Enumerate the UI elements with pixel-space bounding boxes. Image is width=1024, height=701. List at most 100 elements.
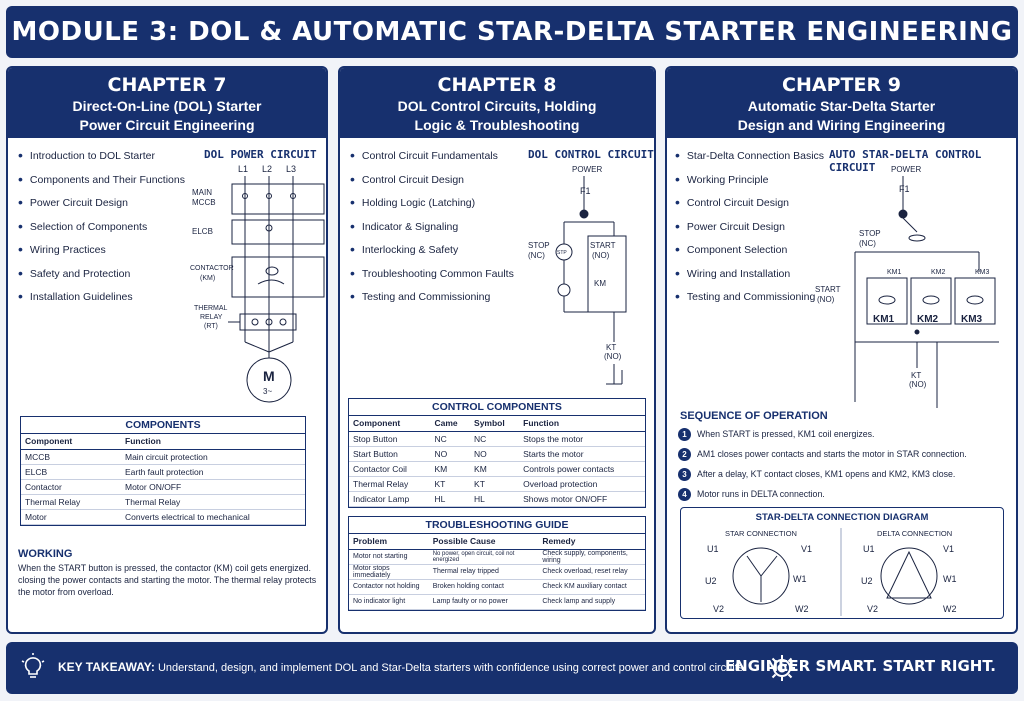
topic-item: Working Principle xyxy=(675,174,824,198)
sequence-title: SEQUENCE OF OPERATION xyxy=(680,410,828,422)
star-delta-diagram-box: STAR-DELTA CONNECTION DIAGRAM STAR CONNE… xyxy=(680,507,1004,619)
km1-box xyxy=(866,277,908,325)
cell: Controls power contacts xyxy=(519,461,645,477)
kt-no-label: (NO) xyxy=(604,352,622,361)
chapter-7-subtitle-2: Power Circuit Engineering xyxy=(79,117,255,133)
header-function: Function xyxy=(121,434,305,450)
cell: Thermal Relay xyxy=(121,494,305,510)
topic-item: Troubleshooting Common Faults xyxy=(350,268,514,292)
topic-item: Control Circuit Design xyxy=(350,174,514,198)
chapter-9-number: CHAPTER 9 xyxy=(782,74,901,96)
delta-w1: W1 xyxy=(943,574,957,584)
chapter-9-header: CHAPTER 9 Automatic Star-Delta Starter D… xyxy=(667,68,1016,138)
f1-label: F1 xyxy=(899,184,910,194)
cell: HL xyxy=(430,491,471,507)
cell: Thermal relay tripped xyxy=(428,564,539,580)
cell: No indicator light xyxy=(349,594,429,610)
chapter-9-subtitle-1: Automatic Star-Delta Starter xyxy=(747,98,936,114)
cell: MCCB xyxy=(21,449,121,465)
cell: Check supply, components, wiring xyxy=(538,549,645,565)
km-label: KM xyxy=(594,279,606,288)
key-takeaway-text: Understand, design, and implement DOL an… xyxy=(157,662,747,674)
cell: Motor stops immediately xyxy=(349,564,429,580)
kt-no-label: (NO) xyxy=(909,380,927,389)
mccb-label: MCCB xyxy=(192,198,216,207)
cell: Start Button xyxy=(349,446,431,462)
star-w2: W2 xyxy=(795,604,809,614)
stop-label: STOP xyxy=(528,241,550,250)
topic-item: Control Circuit Design xyxy=(675,197,824,221)
control-components-box: CONTROL COMPONENTS Component Came Symbol… xyxy=(348,398,646,508)
topic-item: Safety and Protection xyxy=(18,268,185,292)
star-w1: W1 xyxy=(793,574,807,584)
delta-v2: V2 xyxy=(867,604,878,614)
cell: Indicator Lamp xyxy=(349,491,431,507)
header-cell: Possible Cause xyxy=(428,534,539,550)
cell: Shows motor ON/OFF xyxy=(519,491,645,507)
topic-item: Wiring Practices xyxy=(18,244,185,268)
cell: Main circuit protection xyxy=(121,449,305,465)
star-v2: V2 xyxy=(713,604,724,614)
topic-item: Power Circuit Design xyxy=(675,221,824,245)
chapter-7-topics: Introduction to DOL Starter Components a… xyxy=(18,150,185,315)
lightbulb-icon xyxy=(21,653,45,678)
step-text: AM1 closes power contacts and starts the… xyxy=(697,449,967,459)
cell: Earth fault protection xyxy=(121,464,305,480)
control-components-table: Component Came Symbol Function Stop Butt… xyxy=(349,416,645,507)
cell: Converts electrical to mechanical xyxy=(121,509,305,525)
star-connection-title: STAR CONNECTION xyxy=(725,529,797,538)
topic-item: Wiring and Installation xyxy=(675,268,824,292)
dol-power-circuit-title: DOL POWER CIRCUIT xyxy=(204,148,317,161)
step-text: When START is pressed, KM1 coil energize… xyxy=(697,429,875,439)
star-delta-diagram: STAR CONNECTION U1 V1 U2 W1 V2 W2 DELTA … xyxy=(705,528,957,616)
table-header-row: Component Came Symbol Function xyxy=(349,416,645,432)
topic-item: Holding Logic (Latching) xyxy=(350,197,514,221)
step-number: 4 xyxy=(678,487,691,501)
auto-star-delta-diagram: POWER F1 STOP (NC) START (NO) KM1 KM2 KM… xyxy=(815,165,999,408)
km1-label: KM1 xyxy=(873,314,895,325)
chapter-8-subtitle-1: DOL Control Circuits, Holding xyxy=(397,98,597,114)
cell: Stop Button xyxy=(349,431,431,447)
km1-top-label: KM1 xyxy=(887,269,902,276)
working-text: When the START button is pressed, the co… xyxy=(18,563,317,597)
star-u2: U2 xyxy=(705,576,717,586)
topic-item: Testing and Commissioning xyxy=(675,291,824,315)
rt-label: (RT) xyxy=(204,323,218,330)
l2-label: L2 xyxy=(262,164,272,174)
delta-v1: V1 xyxy=(943,544,954,554)
cell: Lamp faulty or no power xyxy=(428,594,539,610)
troubleshooting-title: TROUBLESHOOTING GUIDE xyxy=(349,517,645,534)
header-cell: Symbol xyxy=(470,416,520,432)
cell: Thermal Relay xyxy=(349,476,431,492)
header-cell: Remedy xyxy=(538,534,645,550)
cell: NO xyxy=(470,446,520,462)
cell: NC xyxy=(430,431,471,447)
key-takeaway-label: KEY TAKEAWAY: xyxy=(58,660,155,674)
cell: Motor xyxy=(21,509,121,525)
components-title: COMPONENTS xyxy=(21,417,305,434)
km-holding-box xyxy=(587,235,627,313)
l3-label: L3 xyxy=(286,164,296,174)
chapter-9-topics: Star-Delta Connection Basics Working Pri… xyxy=(675,150,824,315)
cell: Contactor Coil xyxy=(349,461,431,477)
km2-box xyxy=(910,277,952,325)
motor-symbol xyxy=(246,357,292,403)
cell: Starts the motor xyxy=(519,446,645,462)
cell: Check KM auxiliary contact xyxy=(538,579,645,595)
table-header-row: Component Function xyxy=(21,434,305,450)
topic-item: Selection of Components xyxy=(18,221,185,245)
km3-label: KM3 xyxy=(961,314,983,325)
step-text: Motor runs in DELTA connection. xyxy=(697,489,825,499)
chapter-8-topics: Control Circuit Fundamentals Control Cir… xyxy=(350,150,514,315)
cell: NO xyxy=(430,446,471,462)
troubleshooting-box: TROUBLESHOOTING GUIDE Problem Possible C… xyxy=(348,516,646,611)
